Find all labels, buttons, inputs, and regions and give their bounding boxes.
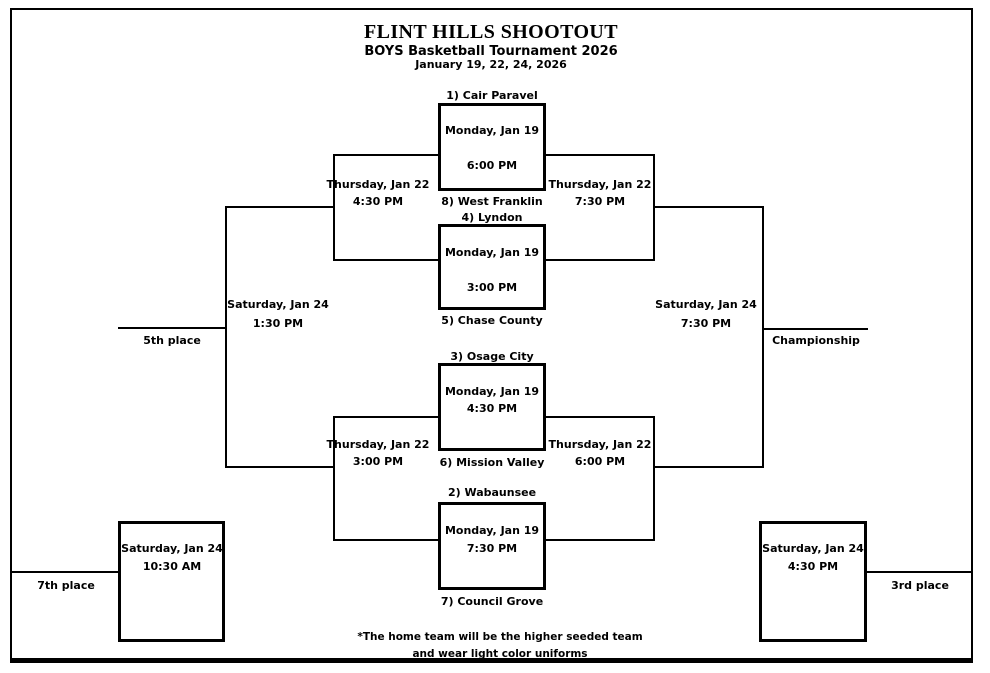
game1-date: Monday, Jan 19 xyxy=(444,124,540,137)
third-place-time: 4:30 PM xyxy=(787,560,839,573)
game1-top-seed: 1) Cair Paravel xyxy=(446,89,538,102)
game3-top-seed: 3) Osage City xyxy=(450,350,534,363)
championship-line xyxy=(762,328,868,330)
semifinal-bottom-right-date: Thursday, Jan 22 xyxy=(548,438,652,451)
semifinal-top-left-date: Thursday, Jan 22 xyxy=(326,178,430,191)
fifth-place-date: Saturday, Jan 24 xyxy=(227,298,329,311)
seventh-place-time: 10:30 AM xyxy=(142,560,202,573)
game2-top-seed: 4) Lyndon xyxy=(461,211,523,224)
seventh-place-box xyxy=(118,521,225,642)
bracket-line xyxy=(546,539,653,541)
semifinal-top-left-time: 4:30 PM xyxy=(352,195,404,208)
semifinal-bottom-left-time: 3:00 PM xyxy=(352,455,404,468)
bracket-line xyxy=(333,416,335,541)
game3-time: 4:30 PM xyxy=(466,402,518,415)
championship-time: 7:30 PM xyxy=(680,317,732,330)
semifinal-top-right-date: Thursday, Jan 22 xyxy=(548,178,652,191)
game2-bottom-seed: 5) Chase County xyxy=(441,314,543,327)
game2-date: Monday, Jan 19 xyxy=(444,246,540,259)
third-place-line xyxy=(867,571,973,573)
game4-top-seed: 2) Wabaunsee xyxy=(447,486,537,499)
tournament-subtitle: BOYS Basketball Tournament 2026 xyxy=(364,44,618,59)
tournament-title: FLINT HILLS SHOOTOUT xyxy=(363,21,619,43)
third-place-date: Saturday, Jan 24 xyxy=(762,542,864,555)
bracket-line xyxy=(225,206,227,468)
game3-date: Monday, Jan 19 xyxy=(444,385,540,398)
bracket-line xyxy=(653,206,762,208)
semifinal-bottom-left-date: Thursday, Jan 22 xyxy=(326,438,430,451)
bracket-line xyxy=(546,154,653,156)
semifinal-top-right-time: 7:30 PM xyxy=(574,195,626,208)
fifth-place-time: 1:30 PM xyxy=(252,317,304,330)
seventh-place-line xyxy=(12,571,118,573)
championship-label: Championship xyxy=(772,334,860,347)
bracket-line xyxy=(333,154,438,156)
bracket-line xyxy=(333,259,438,261)
game2-box xyxy=(438,224,546,310)
bracket-line xyxy=(333,539,438,541)
championship-date: Saturday, Jan 24 xyxy=(655,298,757,311)
seventh-place-label: 7th place xyxy=(37,579,95,592)
third-place-label: 3rd place xyxy=(891,579,949,592)
bracket-line xyxy=(225,206,333,208)
bracket-line xyxy=(333,416,438,418)
footnote-line2: and wear light color uniforms xyxy=(412,648,588,660)
game1-time: 6:00 PM xyxy=(466,159,518,172)
bracket-line xyxy=(225,466,333,468)
game2-time: 3:00 PM xyxy=(466,281,518,294)
bracket-line xyxy=(333,154,335,261)
tournament-dates: January 19, 22, 24, 2026 xyxy=(415,58,567,71)
semifinal-bottom-right-time: 6:00 PM xyxy=(574,455,626,468)
third-place-box xyxy=(759,521,867,642)
bracket-line xyxy=(546,259,653,261)
game4-date: Monday, Jan 19 xyxy=(444,524,540,537)
game4-bottom-seed: 7) Council Grove xyxy=(440,595,544,608)
game4-time: 7:30 PM xyxy=(466,542,518,555)
seventh-place-date: Saturday, Jan 24 xyxy=(121,542,223,555)
fifth-place-line xyxy=(118,327,225,329)
bracket-line xyxy=(546,416,653,418)
game1-bottom-seed: 8) West Franklin xyxy=(441,195,543,208)
page-border-frame xyxy=(10,8,973,663)
footnote-line1: *The home team will be the higher seeded… xyxy=(357,631,643,643)
bracket-line xyxy=(653,466,762,468)
bracket-line xyxy=(653,416,655,541)
bracket-line xyxy=(762,206,764,468)
fifth-place-label: 5th place xyxy=(143,334,201,347)
game3-bottom-seed: 6) Mission Valley xyxy=(439,456,545,469)
game1-box xyxy=(438,103,546,191)
game3-box xyxy=(438,363,546,451)
game4-box xyxy=(438,502,546,590)
